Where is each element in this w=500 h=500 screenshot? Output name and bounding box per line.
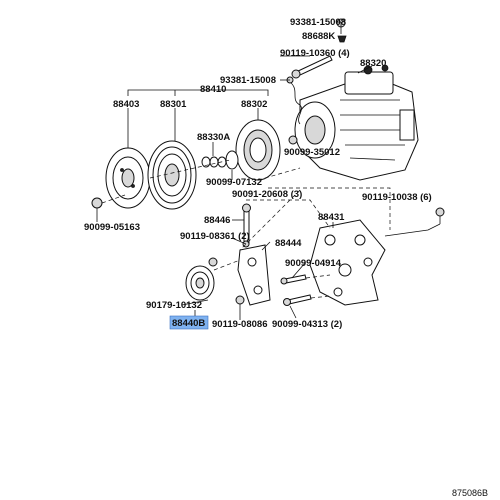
label-90099-35012: 90099-35012 [284, 147, 340, 158]
label-90119-10038: 90119-10038 (6) [362, 192, 432, 203]
bolt-90119-08086[interactable] [235, 295, 245, 314]
label-90099-05163: 90099-05163 [84, 222, 140, 233]
stator-88302[interactable] [235, 119, 281, 181]
nut-90179-10132[interactable] [208, 257, 218, 267]
bolt-90099-04914[interactable] [280, 274, 307, 285]
label-88440b: 88440B [172, 318, 205, 329]
label-88330a: 88330A [197, 132, 230, 143]
nut-90099-05163[interactable] [91, 197, 103, 209]
pressure-plate-88403[interactable] [105, 147, 151, 209]
bolt-90119-10360[interactable] [291, 55, 333, 79]
label-88431: 88431 [318, 212, 345, 223]
label-88446: 88446 [204, 215, 230, 226]
label-90099-04313: 90099-04313 (2) [272, 319, 342, 330]
adjusting-bar-88444[interactable] [237, 244, 271, 306]
label-88301: 88301 [160, 99, 187, 110]
label-90179-10132: 90179-10132 [146, 300, 202, 311]
bolt-90119-10038[interactable] [435, 207, 445, 224]
label-88410: 88410 [200, 84, 226, 95]
label-88403: 88403 [113, 99, 139, 110]
figure-code: 875086B [452, 488, 488, 498]
label-88320: 88320 [360, 58, 386, 69]
label-90091-20608: 90091-20608 (3) [232, 189, 302, 200]
label-90119-08086: 90119-08086 [212, 319, 267, 330]
label-88302: 88302 [241, 99, 267, 110]
compressor-assembly[interactable] [294, 64, 419, 181]
label-90099-04914: 90099-04914 [285, 258, 342, 269]
bracket-88431[interactable] [309, 219, 386, 306]
idler-pulley-88440b[interactable] [185, 265, 215, 301]
label-93381-15008-top: 93381-15008 [290, 17, 346, 28]
rotor-pulley-88301[interactable] [147, 140, 197, 210]
label-90119-08361: 90119-08361 (2) [180, 231, 250, 242]
label-90099-07132: 90099-07132 [206, 177, 262, 188]
label-90119-10360: 90119-10360 (4) [280, 48, 350, 59]
label-88688k: 88688K [302, 31, 335, 42]
snap-ring-90099-07132[interactable] [225, 150, 239, 170]
label-93381-15008-mid: 93381-15008 [220, 75, 276, 86]
highlight-88440b[interactable]: 88440B [169, 315, 209, 330]
label-88444: 88444 [275, 238, 302, 249]
bolt-90099-04313[interactable] [283, 294, 312, 306]
clip-88688k[interactable] [337, 35, 347, 43]
